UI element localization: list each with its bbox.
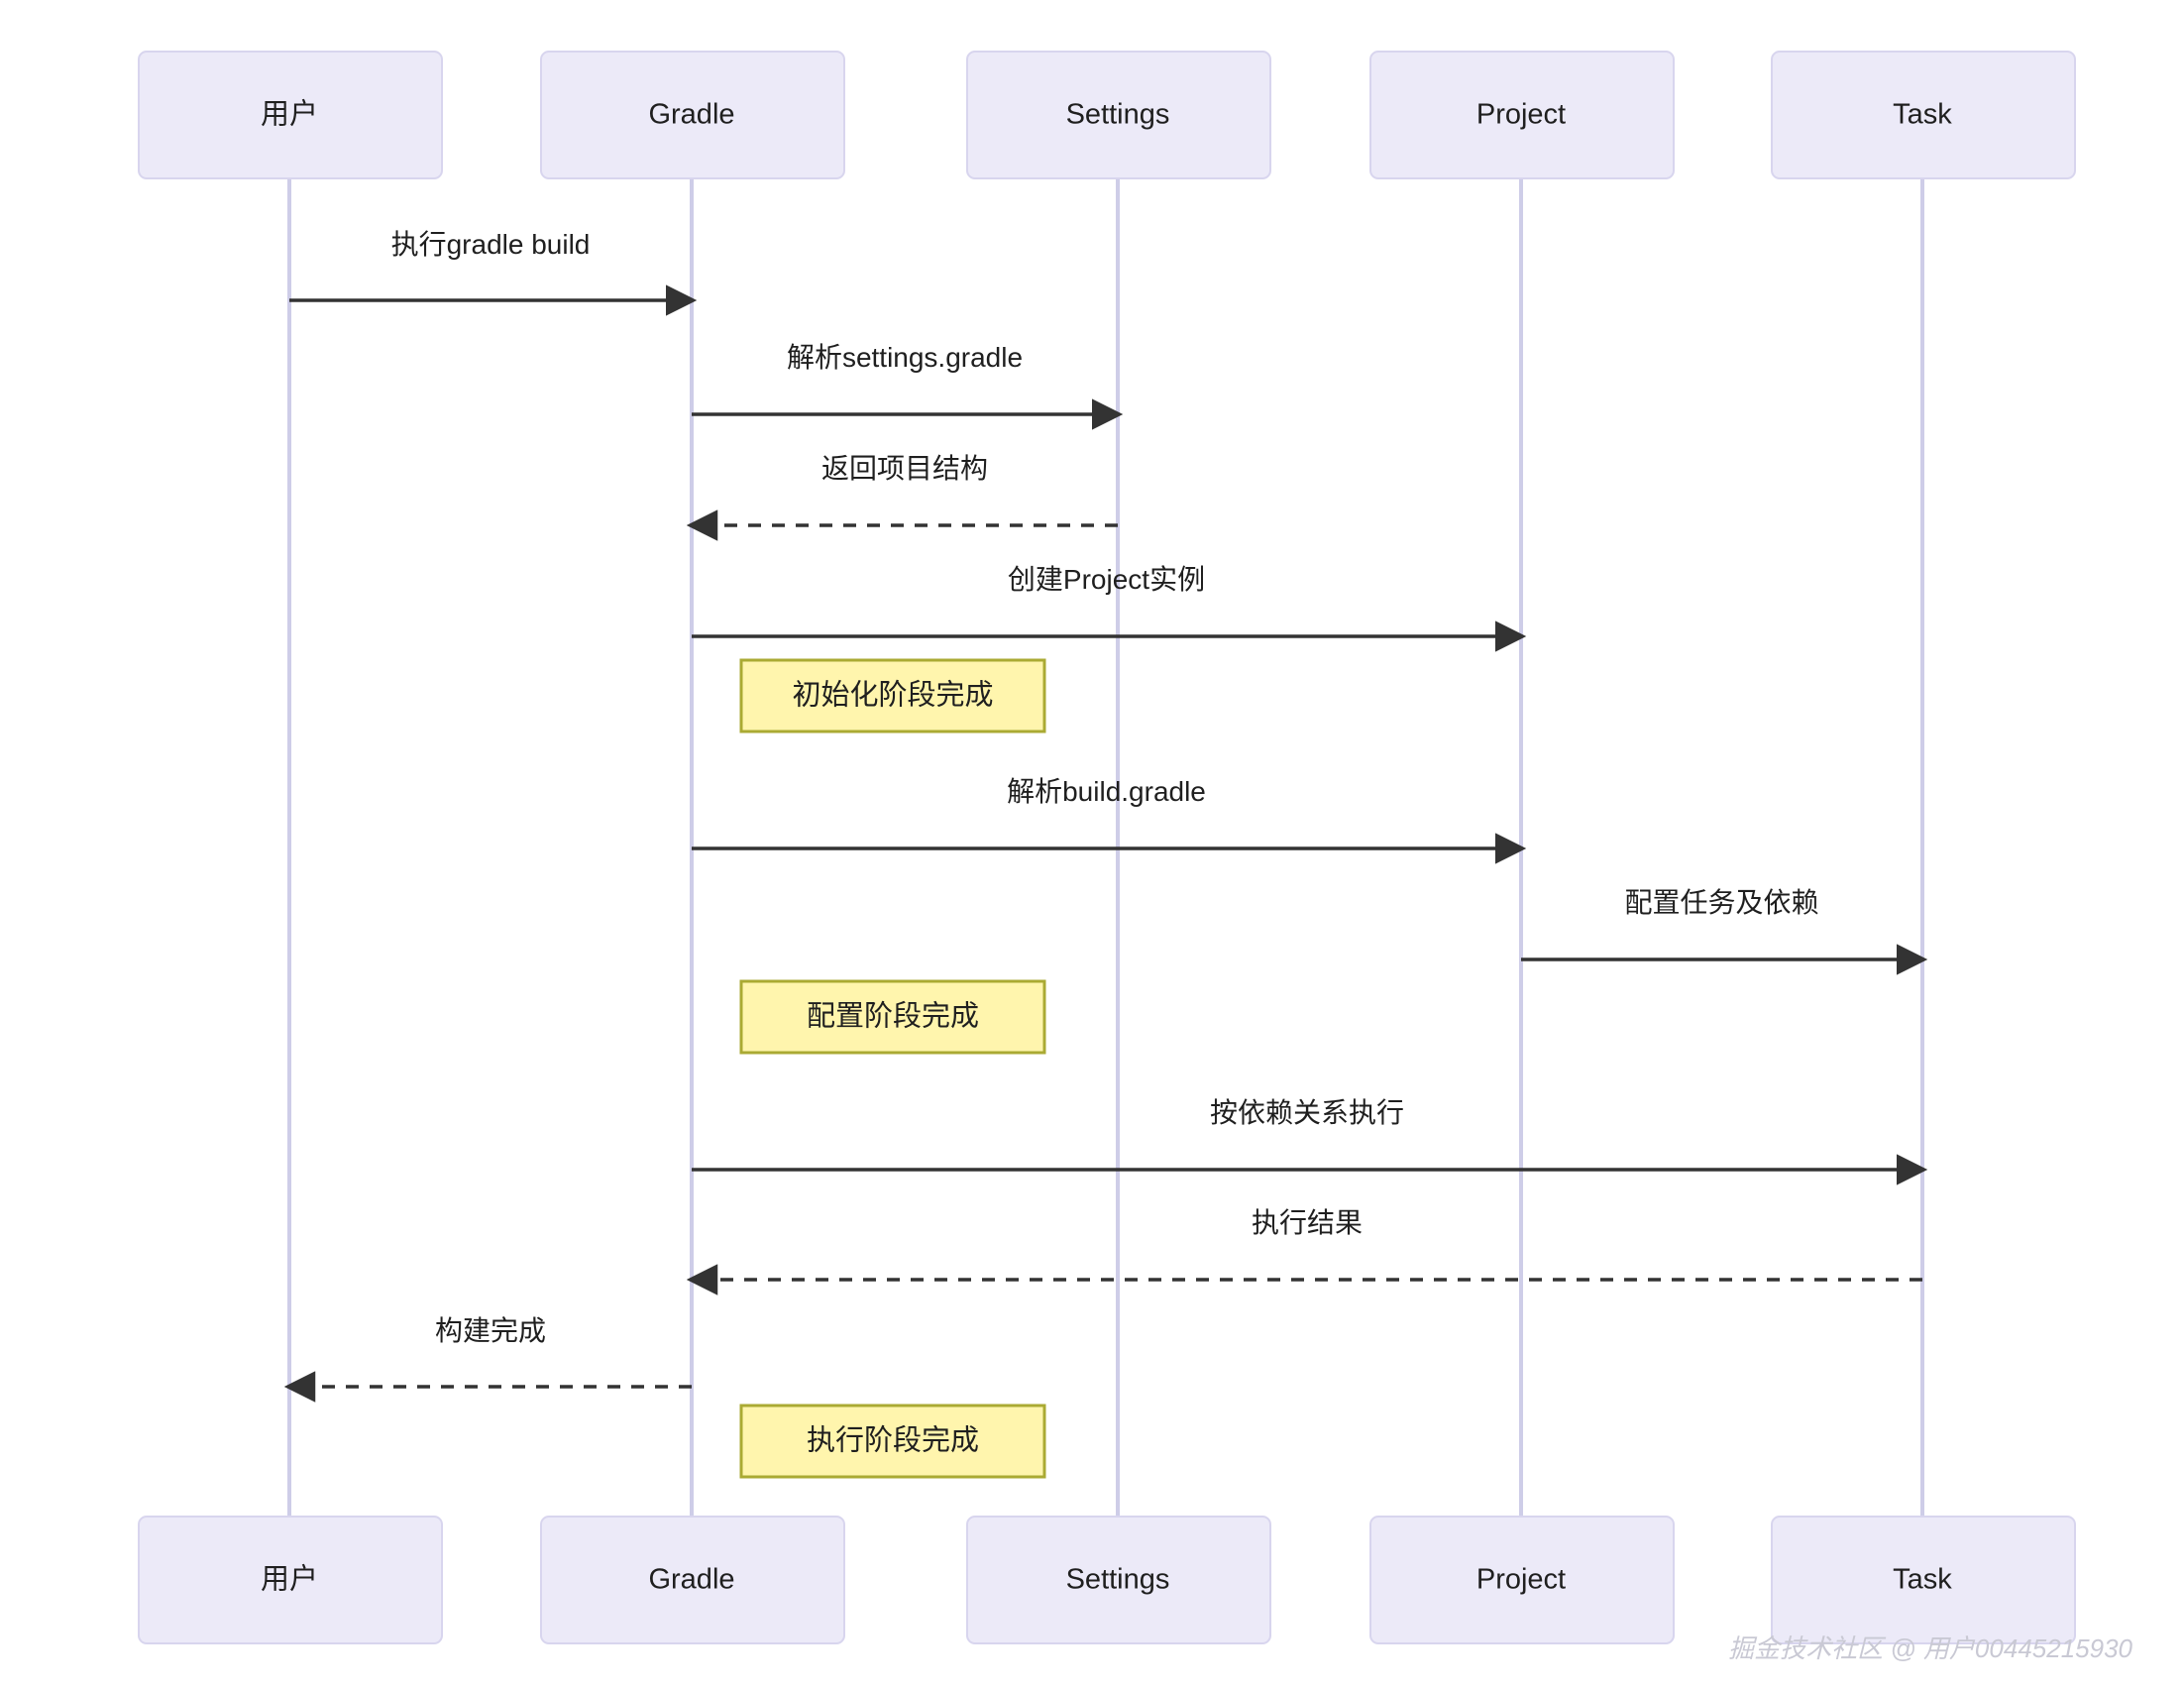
messages-group: 执行gradle build 解析settings.gradle 返回项目结构创建P…: [283, 229, 1928, 1403]
actor-settings-bottom[interactable]: Settings: [966, 1516, 1271, 1644]
actor-label-settings: Settings: [1066, 99, 1170, 131]
actor-user-bottom[interactable]: 用户: [138, 1516, 443, 1644]
note-n1[interactable]: 初始化阶段完成: [739, 658, 1046, 733]
message-label-m7: 按依赖关系执行: [1210, 1097, 1404, 1128]
actor-project-bottom[interactable]: Project: [1369, 1516, 1675, 1644]
note-label-n2: 配置阶段完成: [807, 1000, 979, 1033]
actor-box-settings[interactable]: [966, 51, 1271, 179]
note-label-n1: 初始化阶段完成: [792, 679, 993, 712]
message-label-m9: 构建完成: [435, 1315, 546, 1346]
message-label-m8: 执行结果: [1252, 1207, 1363, 1238]
actor-box-settings[interactable]: [966, 1516, 1271, 1644]
message-m1[interactable]: 执行gradle build: [289, 229, 698, 316]
note-box-n1[interactable]: [739, 658, 1046, 733]
actor-box-task[interactable]: [1771, 1516, 2076, 1644]
actor-label-gradle: Gradle: [648, 1564, 734, 1596]
actor-project-top[interactable]: Project: [1369, 51, 1675, 179]
actor-box-gradle[interactable]: [540, 51, 845, 179]
actor-label-user: 用户: [261, 98, 318, 131]
actor-box-user[interactable]: [138, 51, 443, 179]
actor-label-project: Project: [1476, 1564, 1566, 1596]
actor-box-user[interactable]: [138, 1516, 443, 1644]
actor-boxes-bottom: 用户 Gradle Settings Project Task: [138, 1516, 2076, 1644]
message-m3[interactable]: 返回项目结构: [686, 453, 1118, 541]
watermark-text: 掘金技术社区 @ 用户00445215930: [1728, 1633, 2132, 1663]
actor-gradle-top[interactable]: Gradle: [540, 51, 845, 179]
actor-box-task[interactable]: [1771, 51, 2076, 179]
actor-label-settings: Settings: [1066, 1564, 1170, 1596]
watermark-group: 掘金技术社区 @ 用户00445215930: [1728, 1633, 2132, 1663]
actor-box-gradle[interactable]: [540, 1516, 845, 1644]
note-label-n3: 执行阶段完成: [807, 1424, 979, 1457]
note-box-n3[interactable]: [739, 1404, 1046, 1479]
actor-gradle-bottom[interactable]: Gradle: [540, 1516, 845, 1644]
message-label-m1: 执行gradle build: [391, 229, 591, 260]
actor-settings-top[interactable]: Settings: [966, 51, 1271, 179]
message-m5[interactable]: 解析build.gradle: [692, 776, 1527, 864]
actor-label-task: Task: [1893, 1564, 1952, 1596]
message-m2[interactable]: 解析settings.gradle: [692, 342, 1124, 430]
message-m9[interactable]: 构建完成: [283, 1315, 692, 1403]
actor-label-gradle: Gradle: [648, 99, 734, 131]
actor-boxes-top: 用户 Gradle Settings Project Task: [138, 51, 2076, 179]
message-m6[interactable]: 配置任务及依赖: [1521, 887, 1928, 975]
message-m8[interactable]: 执行结果: [686, 1207, 1922, 1295]
actor-task-bottom[interactable]: Task: [1771, 1516, 2076, 1644]
actor-task-top[interactable]: Task: [1771, 51, 2076, 179]
message-label-m3: 返回项目结构: [821, 453, 988, 484]
note-box-n2[interactable]: [739, 979, 1046, 1055]
actor-box-project[interactable]: [1369, 51, 1675, 179]
actor-label-project: Project: [1476, 99, 1566, 131]
actor-label-user: 用户: [261, 1563, 318, 1596]
actor-label-task: Task: [1893, 99, 1952, 131]
actor-user-top[interactable]: 用户: [138, 51, 443, 179]
actor-box-project[interactable]: [1369, 1516, 1675, 1644]
note-n2[interactable]: 配置阶段完成: [739, 979, 1046, 1055]
note-n3[interactable]: 执行阶段完成: [739, 1404, 1046, 1479]
message-m4[interactable]: 创建Project实例: [692, 564, 1527, 652]
message-label-m5: 解析build.gradle: [1007, 776, 1206, 807]
message-m7[interactable]: 按依赖关系执行: [692, 1097, 1928, 1185]
message-label-m6: 配置任务及依赖: [1624, 887, 1818, 918]
message-label-m4: 创建Project实例: [1008, 564, 1205, 595]
message-label-m2: 解析settings.gradle: [787, 342, 1023, 373]
